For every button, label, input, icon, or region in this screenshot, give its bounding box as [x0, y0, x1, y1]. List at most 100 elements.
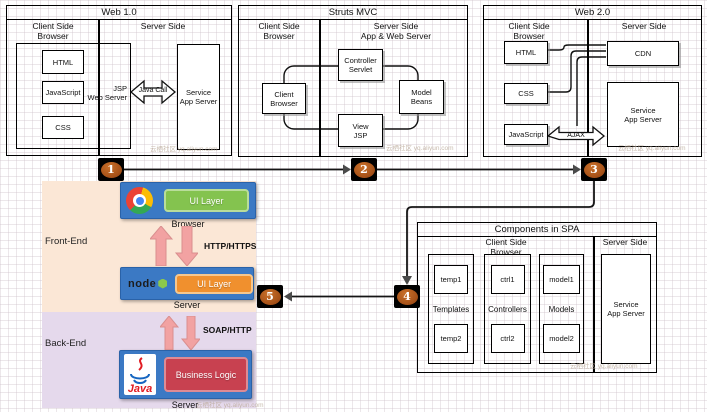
step-number-5: 5	[259, 288, 281, 305]
panel-struts-title: Struts MVC	[239, 6, 467, 20]
ui-layer-node-button: UI Layer	[175, 273, 253, 294]
web20-javascript-box: JavaScript	[504, 124, 548, 145]
http-https-label: HTTP/HTTPS	[204, 241, 257, 251]
model-beans-box: Model Beans	[399, 80, 444, 114]
watermark: 云栖社区 yq.aliyun.com	[386, 145, 454, 152]
http-updown-arrows	[150, 226, 198, 266]
web10-html-box: HTML	[42, 50, 84, 74]
web10-service-app-server-box: Service App Server	[177, 44, 220, 150]
java-server-caption: Server	[171, 400, 199, 410]
arrowhead-step5	[284, 291, 292, 302]
down-arrow	[180, 316, 200, 350]
model1-box: model1	[543, 265, 580, 294]
view-jsp-box: View JSP	[338, 114, 383, 147]
web10-divider	[98, 19, 100, 155]
step-badge-1: 1	[98, 158, 124, 181]
templates-column: temp1 Templates temp2	[428, 254, 474, 364]
browser-blue-box: UI Layer	[120, 182, 256, 219]
spa-divider	[593, 236, 595, 372]
panel-spa: Components in SPA Client Side Browser Se…	[417, 222, 657, 373]
spa-server-heading: Server Side	[602, 237, 648, 247]
models-label: Models	[548, 304, 575, 314]
panel-struts-mvc: Struts MVC Client Side Browser Server Si…	[238, 5, 468, 157]
web20-css-box: CSS	[504, 83, 548, 104]
browser-caption: Browser	[171, 219, 205, 229]
watermark: 云栖社区 yq.aliyun.com	[196, 402, 264, 409]
business-logic-button: Business Logic	[164, 357, 248, 392]
web20-service-app-server-box: Service App Server	[607, 82, 679, 147]
client-browser-box: Client Browser	[262, 83, 306, 114]
struts-server-heading: Server Side App & Web Server	[360, 21, 432, 41]
web10-client-heading: Client Side Browser	[32, 21, 74, 41]
panel-web20-title: Web 2.0	[484, 6, 701, 20]
watermark: 云栖社区 yq.aliyun.com	[150, 146, 218, 153]
node-hexagon-icon	[158, 278, 168, 289]
step-badge-3: 3	[581, 158, 607, 181]
arrowhead-step3	[573, 164, 581, 175]
css-to-cdn-line	[547, 50, 606, 93]
up-arrow	[150, 226, 174, 266]
java-logo-text: Java	[128, 383, 152, 395]
panel-web10: Web 1.0 Client Side Browser Server Side …	[6, 5, 232, 156]
step-number-3: 3	[583, 161, 605, 178]
spa-service-app-server-box: Service App Server	[601, 254, 651, 364]
web10-server-heading: Server Side	[140, 21, 186, 31]
java-cup-top	[130, 373, 150, 379]
controller-servlet-box: Controller Servlet	[338, 49, 383, 81]
step-number-1: 1	[100, 161, 122, 178]
panel-spa-title: Components in SPA	[418, 223, 656, 237]
web10-css-box: CSS	[42, 116, 84, 139]
ui-layer-browser-button: UI Layer	[164, 189, 249, 212]
front-end-label: Front-End	[45, 236, 88, 247]
up-arrow	[160, 316, 180, 350]
models-column: model1 Models model2	[539, 254, 584, 364]
web20-html-box: HTML	[504, 41, 548, 64]
ctrl2-box: ctrl2	[490, 324, 525, 353]
nodejs-logo: node	[128, 277, 168, 290]
node-blue-box: node UI Layer	[120, 267, 254, 300]
java-steam-icon	[138, 356, 143, 371]
templates-label: Templates	[432, 304, 470, 314]
temp1-box: temp1	[434, 265, 468, 294]
arrowhead-step4	[402, 276, 412, 285]
java-blue-box: Java Business Logic	[119, 350, 252, 399]
struts-divider	[319, 19, 321, 156]
panel-web20: Web 2.0 Client Side Browser Server Side …	[483, 5, 702, 157]
watermark: 云栖社区 yq.aliyun.com	[618, 145, 686, 152]
arrowhead-step2	[343, 164, 351, 175]
spa-client-heading: Client Side Browser	[485, 237, 527, 257]
js-to-cdn-line	[576, 56, 606, 126]
soap-updown-arrows	[160, 316, 200, 350]
chrome-icon	[126, 187, 153, 214]
soap-http-label: SOAP/HTTP	[203, 325, 252, 335]
temp2-box: temp2	[434, 324, 468, 353]
java-cup-bottom	[133, 378, 147, 384]
controllers-label: Controllers	[488, 304, 527, 314]
step-number-4: 4	[396, 288, 418, 305]
cdn-box: CDN	[607, 41, 679, 66]
web20-server-heading: Server Side	[621, 21, 667, 31]
ajax-label: AJAX	[567, 132, 585, 139]
step-badge-5: 5	[257, 285, 283, 308]
java-logo: Java	[124, 354, 156, 395]
web10-javascript-box: JavaScript	[42, 81, 84, 104]
java-call-label: Java Call	[138, 87, 168, 94]
controllers-column: ctrl1 Controllers ctrl2	[484, 254, 531, 364]
node-logo-text: node	[128, 277, 157, 290]
step-badge-4: 4	[394, 285, 420, 308]
step-number-2: 2	[353, 161, 375, 178]
node-server-caption: Server	[173, 300, 201, 310]
jsp-web-server-label: JSP Web Server	[87, 84, 127, 103]
down-arrow	[174, 226, 198, 266]
panel-web10-title: Web 1.0	[7, 6, 231, 20]
watermark: 云栖社区 yq.aliyun.com	[570, 363, 638, 370]
html-to-cdn-line	[547, 44, 606, 51]
back-end-label: Back-End	[45, 338, 87, 349]
step3-to-step4-line	[406, 181, 595, 277]
web20-client-heading: Client Side Browser	[508, 21, 550, 41]
step-badge-2: 2	[351, 158, 377, 181]
struts-client-heading: Client Side Browser	[258, 21, 300, 41]
ctrl1-box: ctrl1	[490, 265, 525, 294]
